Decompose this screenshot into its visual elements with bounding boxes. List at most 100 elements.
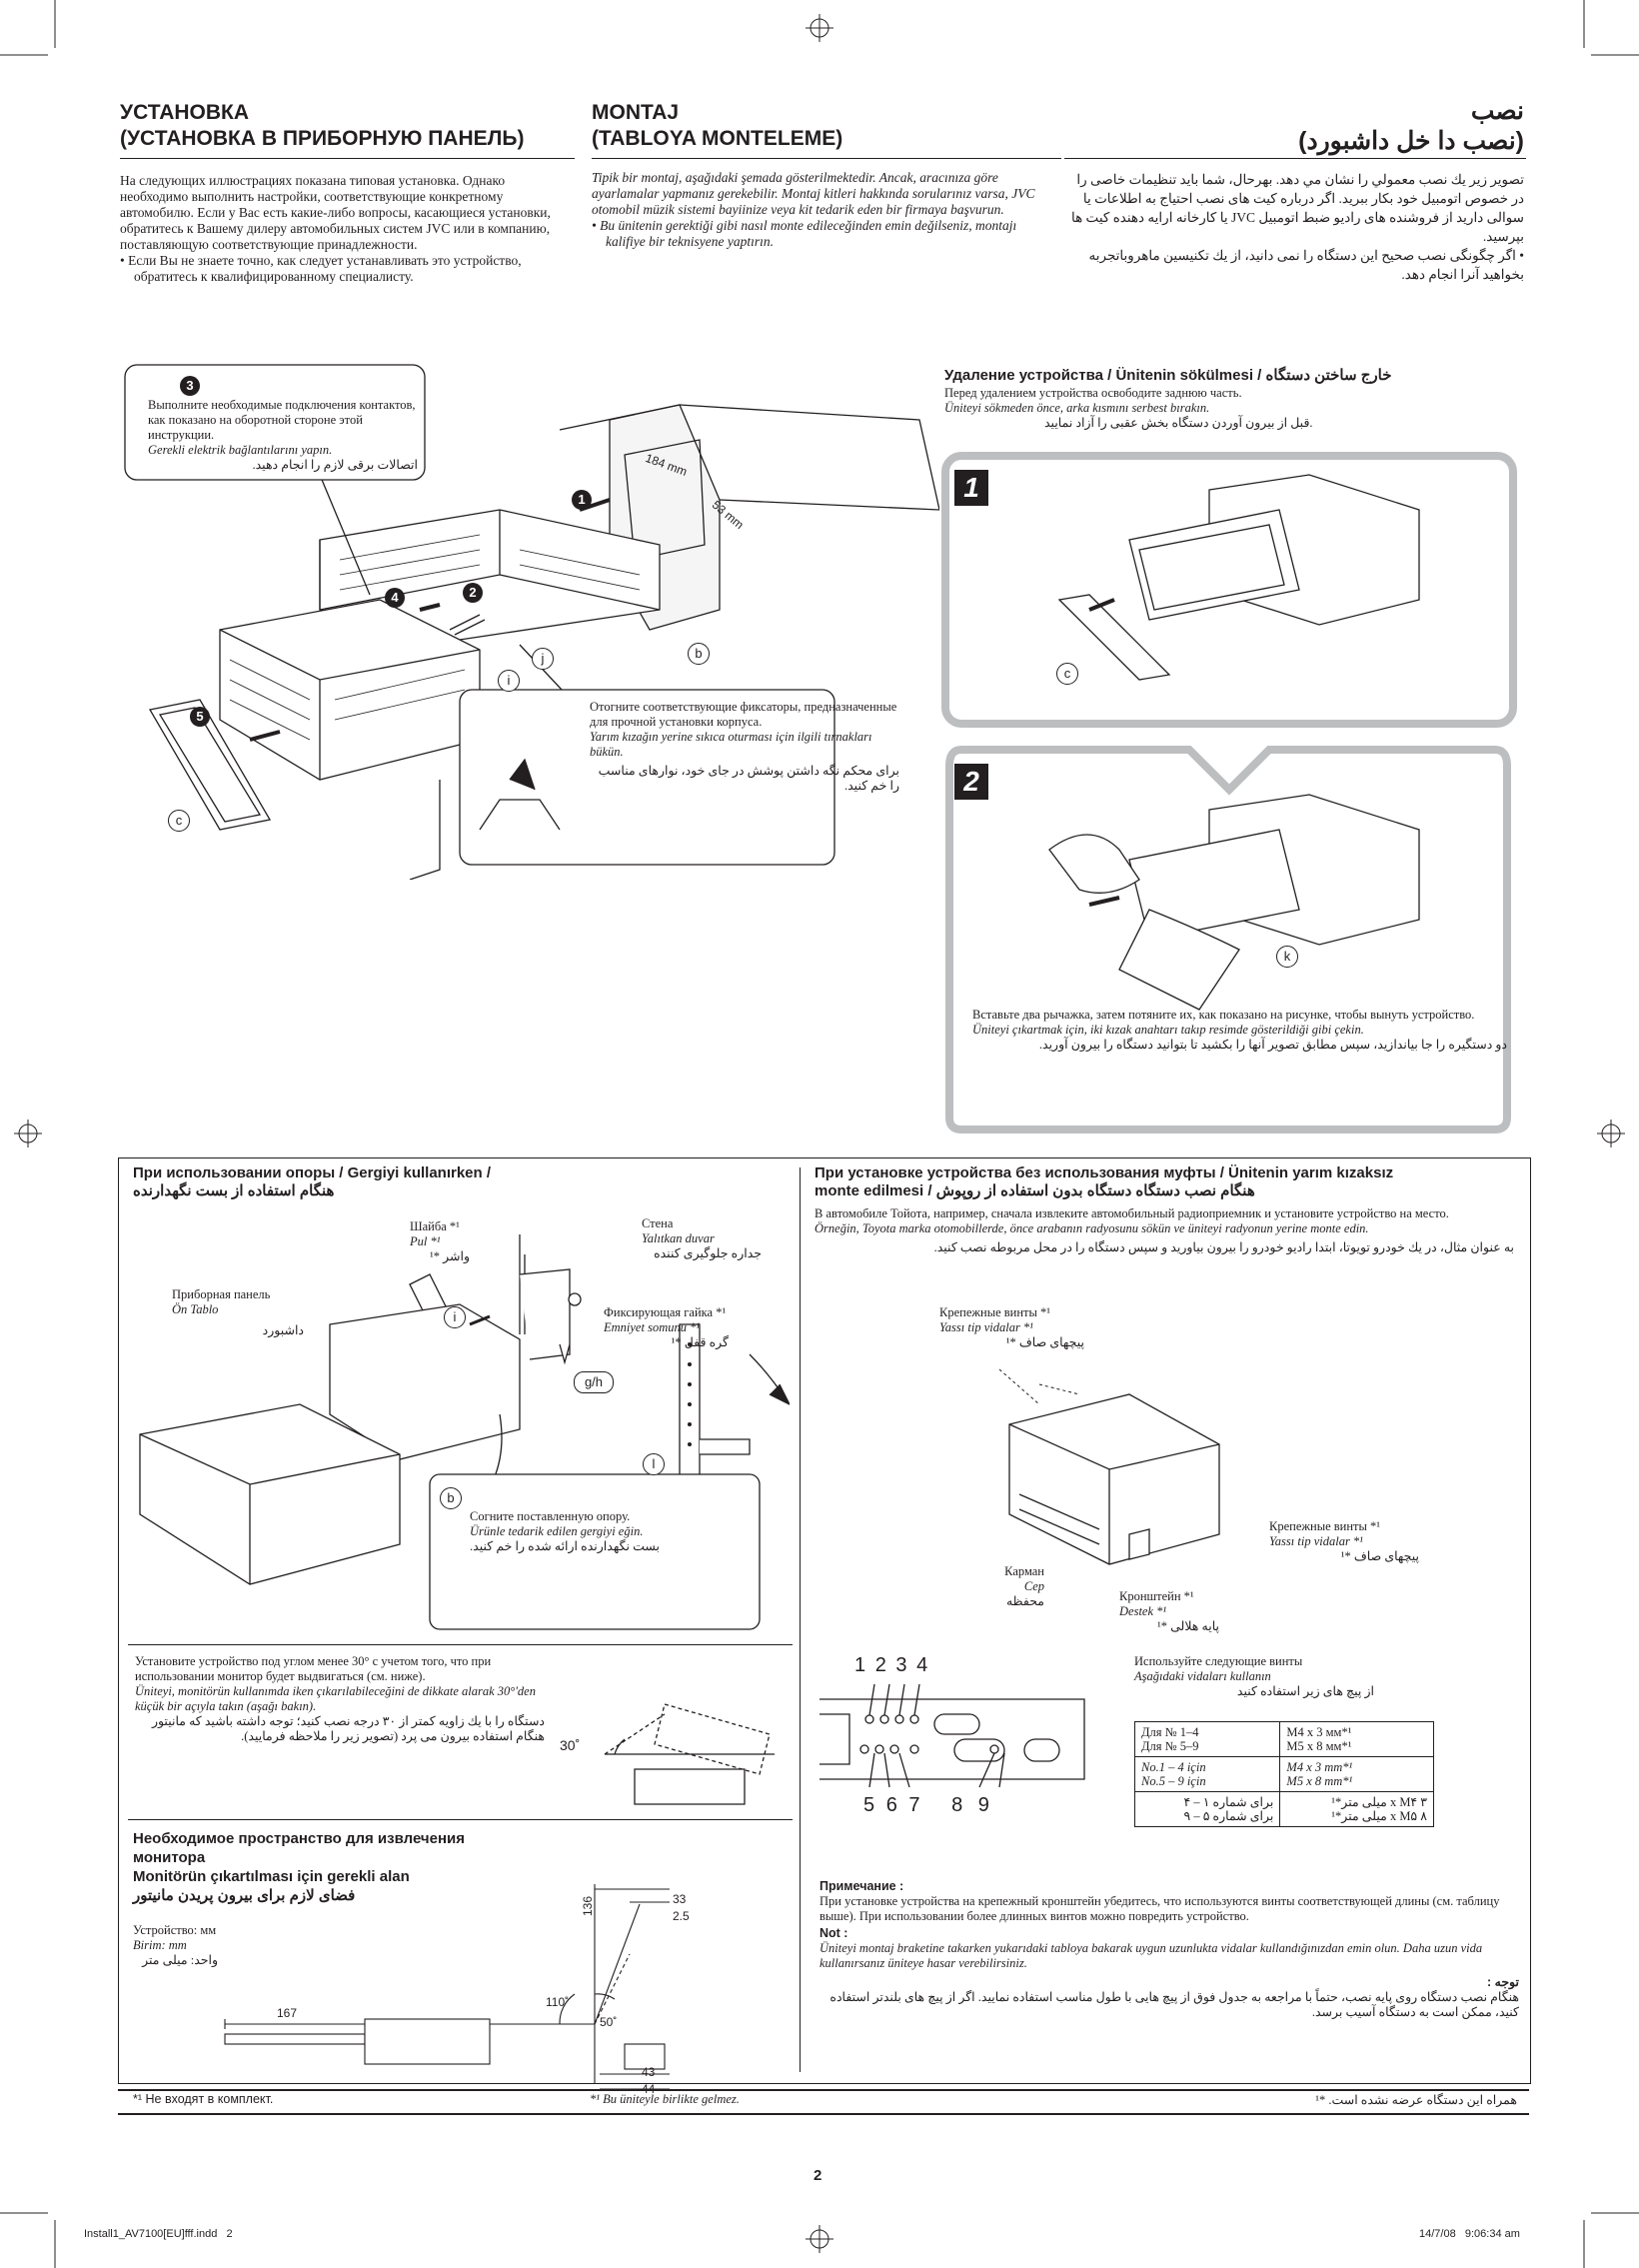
dim-43: 43 <box>642 2065 656 2079</box>
removal-step-2: 2 <box>954 764 988 800</box>
tr-title-line1: MONTAJ <box>592 101 680 124</box>
bracket-label: Кронштейн *¹ Destek *¹ پايه هلالى *¹ <box>1119 1589 1229 1634</box>
hole-5: 5 <box>863 1794 875 1816</box>
footer-rule <box>118 2089 1529 2091</box>
callout-3-ru: Выполните необходимые подключения контак… <box>148 398 416 442</box>
unit-ru: Устройство: мм <box>133 1923 217 1937</box>
tr-intro-bullet-text: Bu ünitenin gerektiği gibi nasıl monte e… <box>600 218 1017 249</box>
callout-bend-fa: براى محكم نگه داشتن پوشش در جاى خود، نوا… <box>598 764 899 793</box>
trim-plate <box>148 699 272 831</box>
lower-section-divider <box>800 1167 801 2072</box>
support-title-line2: هنگام استفاده از بست نگهدارنده <box>133 1182 335 1199</box>
callout-bend-text: Отогните соответствующие фиксаторы, пред… <box>590 700 899 794</box>
hole-8: 8 <box>951 1794 963 1816</box>
ru-intro-bullet: • Если Вы не знаете точно, как следует у… <box>120 253 522 284</box>
hole-numbers-bottom: 5 6 7 8 9 <box>863 1794 989 1817</box>
fa-intro-bullet: • اگر چگونگى نصب صحيح اين دستگاه را نمى … <box>1088 248 1524 282</box>
fa-intro-bullet-text: اگر چگونگى نصب صحيح اين دستگاه را نمى دا… <box>1088 248 1524 282</box>
angle-ru: Установите устройство под углом менее 30… <box>135 1654 492 1683</box>
note-fa-text: هنگام نصب دستگاه روى پايه نصب، حتماً با … <box>829 1990 1519 2019</box>
print-date: 14/7/08 9:06:34 am <box>1419 2228 1520 2240</box>
part-label-l: l <box>643 1453 665 1475</box>
bend-support-fa: بست نگهدارنده ارائه شده را خم كنيد. <box>470 1539 660 1553</box>
angle-tr: Üniteyi, monitörün kullanımda iken çıkar… <box>135 1684 536 1713</box>
removal-step2-text: Вставьте два рычажка, затем потяните их,… <box>972 1008 1507 1053</box>
step-marker-2: 2 <box>463 583 483 603</box>
fa-title-line2: (نصب دا خل داشبورد) <box>1298 127 1524 155</box>
dashboard-label: Приборная панель Ön Tablo داشبورد <box>172 1287 304 1338</box>
bracket-tr: Destek *¹ <box>1119 1604 1167 1618</box>
nosleeve-diagram <box>998 1368 1220 1565</box>
pocket-tr: Cep <box>1023 1579 1044 1593</box>
wall-ru: Стена <box>642 1216 674 1230</box>
nosleeve-ru: В автомобиле Тойота, например, сначала и… <box>815 1206 1449 1220</box>
removal-step2-fa: دو دستگيره را جا بياندازيد، سپس مطابق تص… <box>1038 1038 1507 1052</box>
screws-use-fa: از پيچ هاى زير استفاده كنيد <box>1236 1684 1374 1698</box>
note-tr-text: Üniteyi montaj braketine takarken yukarı… <box>820 1941 1483 1970</box>
space-title-2: Monitörün çıkartılması için gerekli alan <box>133 1868 410 1885</box>
pocket-label: Карман Cep محفظه <box>989 1564 1044 1609</box>
part-label-b-support: b <box>440 1487 462 1509</box>
unit-fa: واحد: ميلى متر <box>142 1953 218 1967</box>
part-label-c-removal: c <box>1056 663 1078 685</box>
nut-ru: Фиксирующая гайка *¹ <box>604 1305 727 1319</box>
space-title-3: فضاى لازم براى بيرون پريدن مانيتور <box>133 1887 356 1904</box>
angle-fa: دستگاه را با يك زاويه كمتر از ۳۰ درجه نص… <box>151 1714 545 1743</box>
angle-divider <box>128 1644 793 1645</box>
bend-support-text: Согните поставленную опору. Ürünle tedar… <box>470 1509 660 1554</box>
dim-50: 50˚ <box>600 2015 618 2029</box>
step-marker-1: 1 <box>572 490 592 510</box>
screw-table-row-fa: براى شماره ۱ – ۴ براى شماره ۵ – ۹ ۳ x M۴… <box>1133 1791 1434 1827</box>
screw-table-cell: براى شماره ۱ – ۴ براى شماره ۵ – ۹ <box>1133 1791 1281 1827</box>
fa-intro: تصوير زير يك نصب معمولي را نشان مي دهد. … <box>1064 170 1524 284</box>
screws-use-ru: Используйте следующие винты <box>1134 1654 1303 1668</box>
callout-3-tr: Gerekli elektrik bağlantılarını yapın. <box>148 443 333 457</box>
part-label-b: b <box>688 643 710 665</box>
removal-intro-ru: Перед удалением устройства освободите за… <box>944 386 1242 400</box>
space-title: Необходимое пространство для извлечения … <box>133 1829 533 1905</box>
screw-table-row-ru: Для № 1–4 Для № 5–9 M4 x 3 мм*¹ M5 x 8 м… <box>1133 1721 1434 1757</box>
removal-intro-tr: Üniteyi sökmeden önce, arka kısmını serb… <box>944 401 1210 415</box>
nut-tr: Emniyet somunu *¹ <box>604 1320 701 1334</box>
dashboard-tr: Ön Tablo <box>172 1302 219 1316</box>
wall-tr: Yalıtkan duvar <box>642 1231 715 1245</box>
note-ru: Примечание : При установке устройства на… <box>820 1879 1519 2020</box>
flat2-tr: Yassı tip vidalar *¹ <box>1269 1534 1363 1548</box>
dim-2-5: 2.5 <box>673 1909 690 1923</box>
flat1-ru: Крепежные винты *¹ <box>939 1305 1051 1319</box>
tr-title-rule <box>592 158 1061 159</box>
angle-label: 30˚ <box>560 1737 581 1753</box>
tr-intro-text: Tipik bir montaj, aşağıdaki şemada göste… <box>592 170 1035 217</box>
removal-step-1: 1 <box>954 470 988 506</box>
flat-screws-label-2: Крепежные винты *¹ Yassı tip vidalar *¹ … <box>1269 1519 1419 1564</box>
part-label-c: c <box>168 810 190 832</box>
flat1-tr: Yassı tip vidalar *¹ <box>939 1320 1033 1334</box>
part-label-i: i <box>498 670 520 692</box>
footnote-tr: *¹ Bu üniteyle birlikte gelmez. <box>590 2092 740 2106</box>
wall-fa: جداره جلوگيرى كننده <box>654 1246 762 1260</box>
fa-title: نصب (نصب دا خل داشبورد) <box>1064 96 1524 156</box>
fa-title-rule <box>1064 158 1526 159</box>
nosleeve-title-2: monte edilmesi / هنگام نصب دستگاه دستگاه… <box>815 1182 1255 1199</box>
note-ru-text: При установке устройства на крепежный кр… <box>820 1894 1500 1923</box>
bracket-ru: Кронштейн *¹ <box>1119 1589 1194 1603</box>
dim-33: 33 <box>673 1892 687 1906</box>
removal-title: Удаление устройства / Ünitenin sökülmesi… <box>944 367 1392 384</box>
space-divider <box>128 1819 793 1820</box>
hole-3: 3 <box>895 1654 909 1676</box>
ru-title-line1: УСТАНОВКА <box>120 101 250 124</box>
bracket-fa: پايه هلالى *¹ <box>1157 1619 1219 1633</box>
step-marker-5: 5 <box>190 707 210 727</box>
washer-ru: Шайба *¹ <box>410 1219 460 1233</box>
footnote-ru: *¹ Не входят в комплект. <box>133 2092 274 2106</box>
note-fa-title: توجه : <box>1486 1975 1519 1989</box>
hole-1: 1 <box>854 1654 868 1676</box>
pocket-ru: Карман <box>1004 1564 1044 1578</box>
flat2-ru: Крепежные винты *¹ <box>1269 1519 1381 1533</box>
wall-label: Стена Yalıtkan duvar جداره جلوگيرى كننده <box>642 1216 772 1261</box>
screw-table-cell: Для № 1–4 Для № 5–9 <box>1133 1721 1281 1757</box>
footnote-fa: همراه اين دستگاه عرضه نشده است. *¹ <box>1315 2093 1517 2107</box>
removal-step2-tr: Üniteyi çıkartmak için, iki kızak anahta… <box>972 1023 1364 1037</box>
space-title-1: Необходимое пространство для извлечения … <box>133 1830 466 1866</box>
nut-fa: گره قفل *¹ <box>671 1335 729 1349</box>
